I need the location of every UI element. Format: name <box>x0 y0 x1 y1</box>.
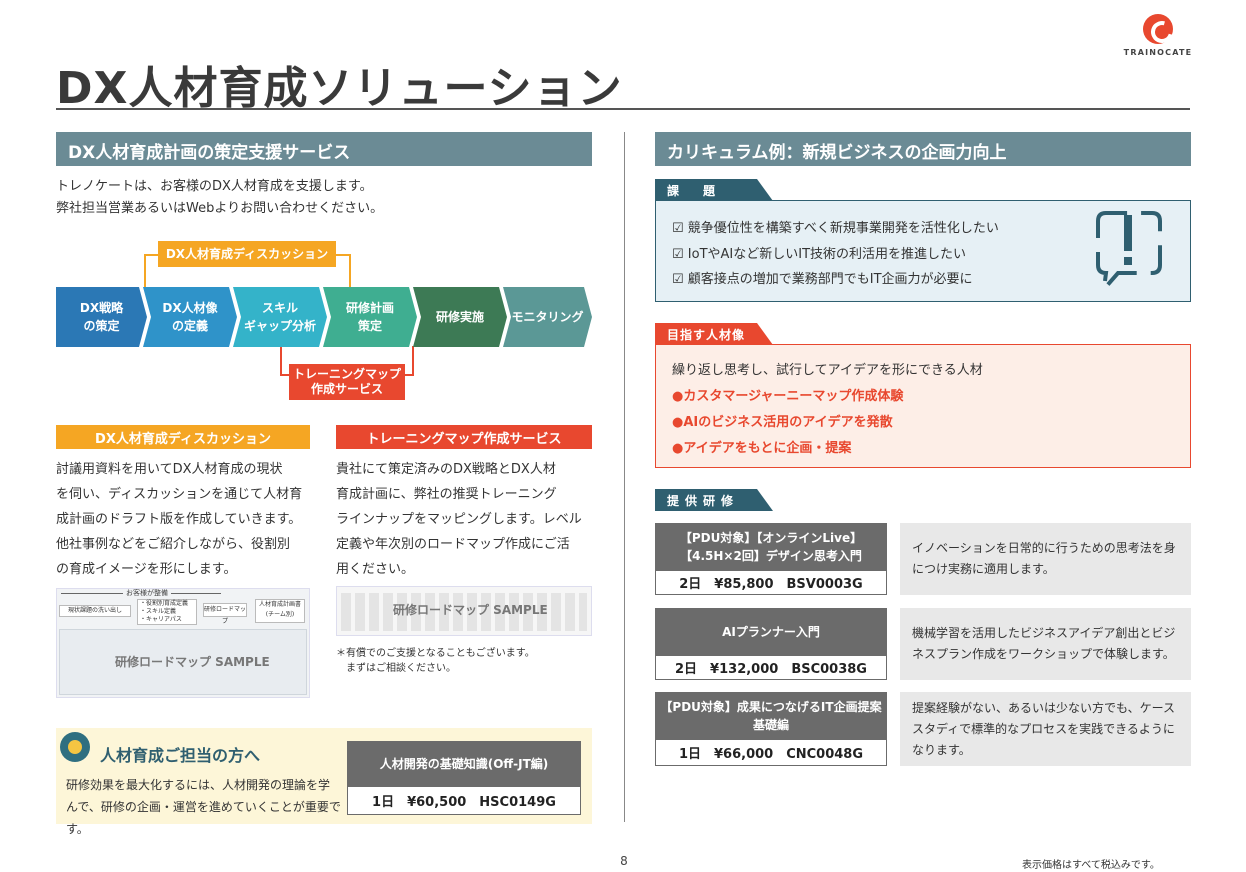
intro-line: トレノケートは、お客様のDX人材育成を支援します。 <box>56 179 373 194</box>
issue-item: ☑ IoTやAIなど新しいIT技術の利活用を推進したい <box>672 247 967 262</box>
course-desc: 機械学習を活用したビジネスアイデア創出とビジ ネスプラン作成をワークショップで体… <box>900 608 1191 680</box>
target-box: 繰り返し思考し、試行してアイデアを形にできる人材 ●カスタマージャーニーマップ作… <box>655 344 1191 468</box>
sample-arrow-label: お客様が整備 <box>123 589 171 598</box>
course-desc: イノベーションを日常的に行うための思考法を身 につけ実務に適用します。 <box>900 523 1191 595</box>
issue-box: ☑ 競争優位性を構築すべく新規事業開発を活性化したい ☑ IoTやAIなど新しい… <box>655 200 1191 302</box>
text-line: を伺い、ディスカッションを通じて人材育 <box>56 487 303 502</box>
target-lead: 繰り返し思考し、試行してアイデアを形にできる人材 <box>672 363 983 378</box>
text-line: 他社事例などをご紹介しながら、役割別 <box>56 537 291 552</box>
text-line: 討議用資料を用いてDX人材育成の現状 <box>56 462 283 477</box>
intro-line: 弊社担当営業あるいはWebよりお問い合わせください。 <box>56 201 384 216</box>
flow-step: 研修計画 策定 <box>323 287 417 347</box>
issue-item: ☑ 顧客接点の増加で業務部門でもIT企画力が必要に <box>672 272 973 287</box>
sample-box: 人材育成計画書 (チーム別) <box>255 599 305 623</box>
text-line: んで、研修の企画・運営を進めていくことが重要です。 <box>66 800 341 836</box>
course-info: 2日 ¥85,800 BSV0003G <box>655 571 887 595</box>
page-title: DX人材育成ソリューション <box>56 63 623 114</box>
courses-label: 提供研修 <box>655 489 773 511</box>
flow-tag-trainingmap: トレーニングマップ 作成サービス <box>289 364 405 400</box>
flow-step: モニタリング <box>503 287 592 347</box>
tax-note: 表示価格はすべて税込みです。 <box>1022 860 1160 871</box>
target-point: ●カスタマージャーニーマップ作成体験 <box>672 389 904 404</box>
logo-text: TRAINOCATE <box>1123 48 1193 57</box>
note-line: ＊有償でのご支援となることもございます。 <box>336 648 535 659</box>
sample-caption: 研修ロードマップ SAMPLE <box>393 603 548 617</box>
text-line: 育成計画に、弊社の推奨トレーニング <box>336 487 557 502</box>
note-line: まずはご相談ください。 <box>336 663 456 674</box>
text-line: 貴社にて策定済みのDX戦略とDX人材 <box>336 462 556 477</box>
page-number: 8 <box>620 854 628 868</box>
flow-steps: DX戦略 の策定 DX人材像 の定義 スキル ギャップ分析 研修計画 策定 研修… <box>56 287 592 347</box>
lightbulb-icon <box>60 732 90 762</box>
course-title: 【PDU対象】【オンラインLive】 【4.5H×2回】デザイン思考入門 <box>655 523 887 571</box>
title-divider <box>56 108 1190 110</box>
trainingmap-note: ＊有償でのご支援となることもございます。 まずはご相談ください。 <box>336 646 592 676</box>
issue-label: 課 題 <box>655 179 773 201</box>
left-intro: トレノケートは、お客様のDX人材育成を支援します。 弊社担当営業あるいはWebよ… <box>56 176 596 220</box>
sample-grid <box>59 629 307 695</box>
sample-caption: 研修ロードマップ SAMPLE <box>115 655 270 669</box>
flow-step: 研修実施 <box>413 287 507 347</box>
trainingmap-title: トレーニングマップ作成サービス <box>336 425 592 449</box>
person-title: 人材育成ご担当の方へ <box>100 746 261 765</box>
trainingmap-sample-image: 研修ロードマップ SAMPLE <box>336 586 592 636</box>
left-section-title: DX人材育成計画の策定支援サービス <box>56 132 592 166</box>
roadmap-sample-image: お客様が整備 現状課題の洗い出し ・役割別育成定義 ・スキル定義 ・キャリアパス… <box>56 588 310 698</box>
sample-box: 研修ロードマップ <box>203 603 247 625</box>
right-section-title: カリキュラム例：新規ビジネスの企画力向上 <box>655 132 1191 166</box>
target-point: ●AIのビジネス活用のアイデアを発散 <box>672 415 893 430</box>
flow-step: スキル ギャップ分析 <box>233 287 327 347</box>
column-divider <box>624 132 625 822</box>
target-label: 目指す人材像 <box>655 323 773 345</box>
sample-grid <box>341 593 587 631</box>
person-text: 研修効果を最大化するには、人材開発の理論を学 んで、研修の企画・運営を進めていく… <box>66 774 342 840</box>
person-course-info: 1日 ¥60,500 HSC0149G <box>347 787 581 815</box>
sample-box: 現状課題の洗い出し <box>59 605 131 617</box>
text-line: ラインナップをマッピングします。レベル <box>336 512 582 527</box>
logo-mark-icon <box>1143 14 1173 44</box>
discussion-text: 討議用資料を用いてDX人材育成の現状 を伺い、ディスカッションを通じて人材育 成… <box>56 457 318 582</box>
person-course-title: 人材開発の基礎知識(Off-JT編) <box>347 741 581 787</box>
text-line: 成計画のドラフト版を作成していきます。 <box>56 512 302 527</box>
course-title: 【PDU対象】成果につなげるIT企画提案 基礎編 <box>655 692 887 740</box>
course-info: 1日 ¥66,000 CNC0048G <box>655 740 887 766</box>
alert-speech-bubble-icon <box>1096 211 1162 295</box>
logo: TRAINOCATE <box>1122 14 1194 57</box>
flow-tag-discussion: DX人材育成ディスカッション <box>158 241 336 267</box>
issue-item: ☑ 競争優位性を構築すべく新規事業開発を活性化したい <box>672 221 999 236</box>
discussion-title: DX人材育成ディスカッション <box>56 425 310 449</box>
text-line: 研修効果を最大化するには、人材開発の理論を学 <box>66 778 331 792</box>
course-desc: 提案経験がない、あるいは少ない方でも、ケース スタディで標準的なプロセスを実践で… <box>900 692 1191 766</box>
text-line: 定義や年次別のロードマップ作成にご活 <box>336 537 570 552</box>
text-line: の育成イメージを形にします。 <box>56 562 237 577</box>
text-line: 用ください。 <box>336 562 415 577</box>
sample-box: ・役割別育成定義 ・スキル定義 ・キャリアパス <box>137 599 197 625</box>
flow-step: DX人材像 の定義 <box>143 287 237 347</box>
flow-step: DX戦略 の策定 <box>56 287 147 347</box>
course-title: AIプランナー入門 <box>655 608 887 656</box>
trainingmap-text: 貴社にて策定済みのDX戦略とDX人材 育成計画に、弊社の推奨トレーニング ライン… <box>336 457 598 582</box>
target-point: ●アイデアをもとに企画・提案 <box>672 441 852 456</box>
course-info: 2日 ¥132,000 BSC0038G <box>655 656 887 680</box>
